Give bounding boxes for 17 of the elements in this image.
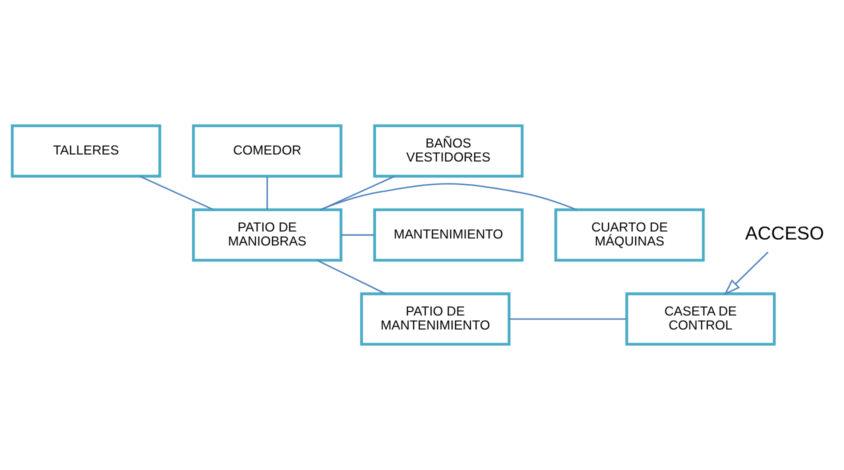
node-box: TALLERES (10, 124, 162, 178)
connector (320, 176, 396, 210)
connector (139, 176, 214, 210)
connector (266, 176, 268, 210)
node-box: BAÑOS VESTIDORES (373, 124, 524, 178)
node-box: COMEDOR (192, 124, 342, 178)
node-box: CASETA DE CONTROL (625, 292, 776, 346)
connector (320, 183, 577, 210)
connector (341, 234, 374, 236)
node-text: ACCESO (745, 222, 824, 244)
arrow (724, 252, 768, 296)
connector (316, 260, 386, 294)
connector (509, 318, 626, 320)
node-box: MANTENIMIENTO (373, 208, 524, 262)
node-box: PATIO DE MANTENIMIENTO (360, 292, 510, 346)
node-box: CUARTO DE MÁQUINAS (554, 208, 705, 262)
node-box: PATIO DE MANIOBRAS (192, 208, 342, 262)
